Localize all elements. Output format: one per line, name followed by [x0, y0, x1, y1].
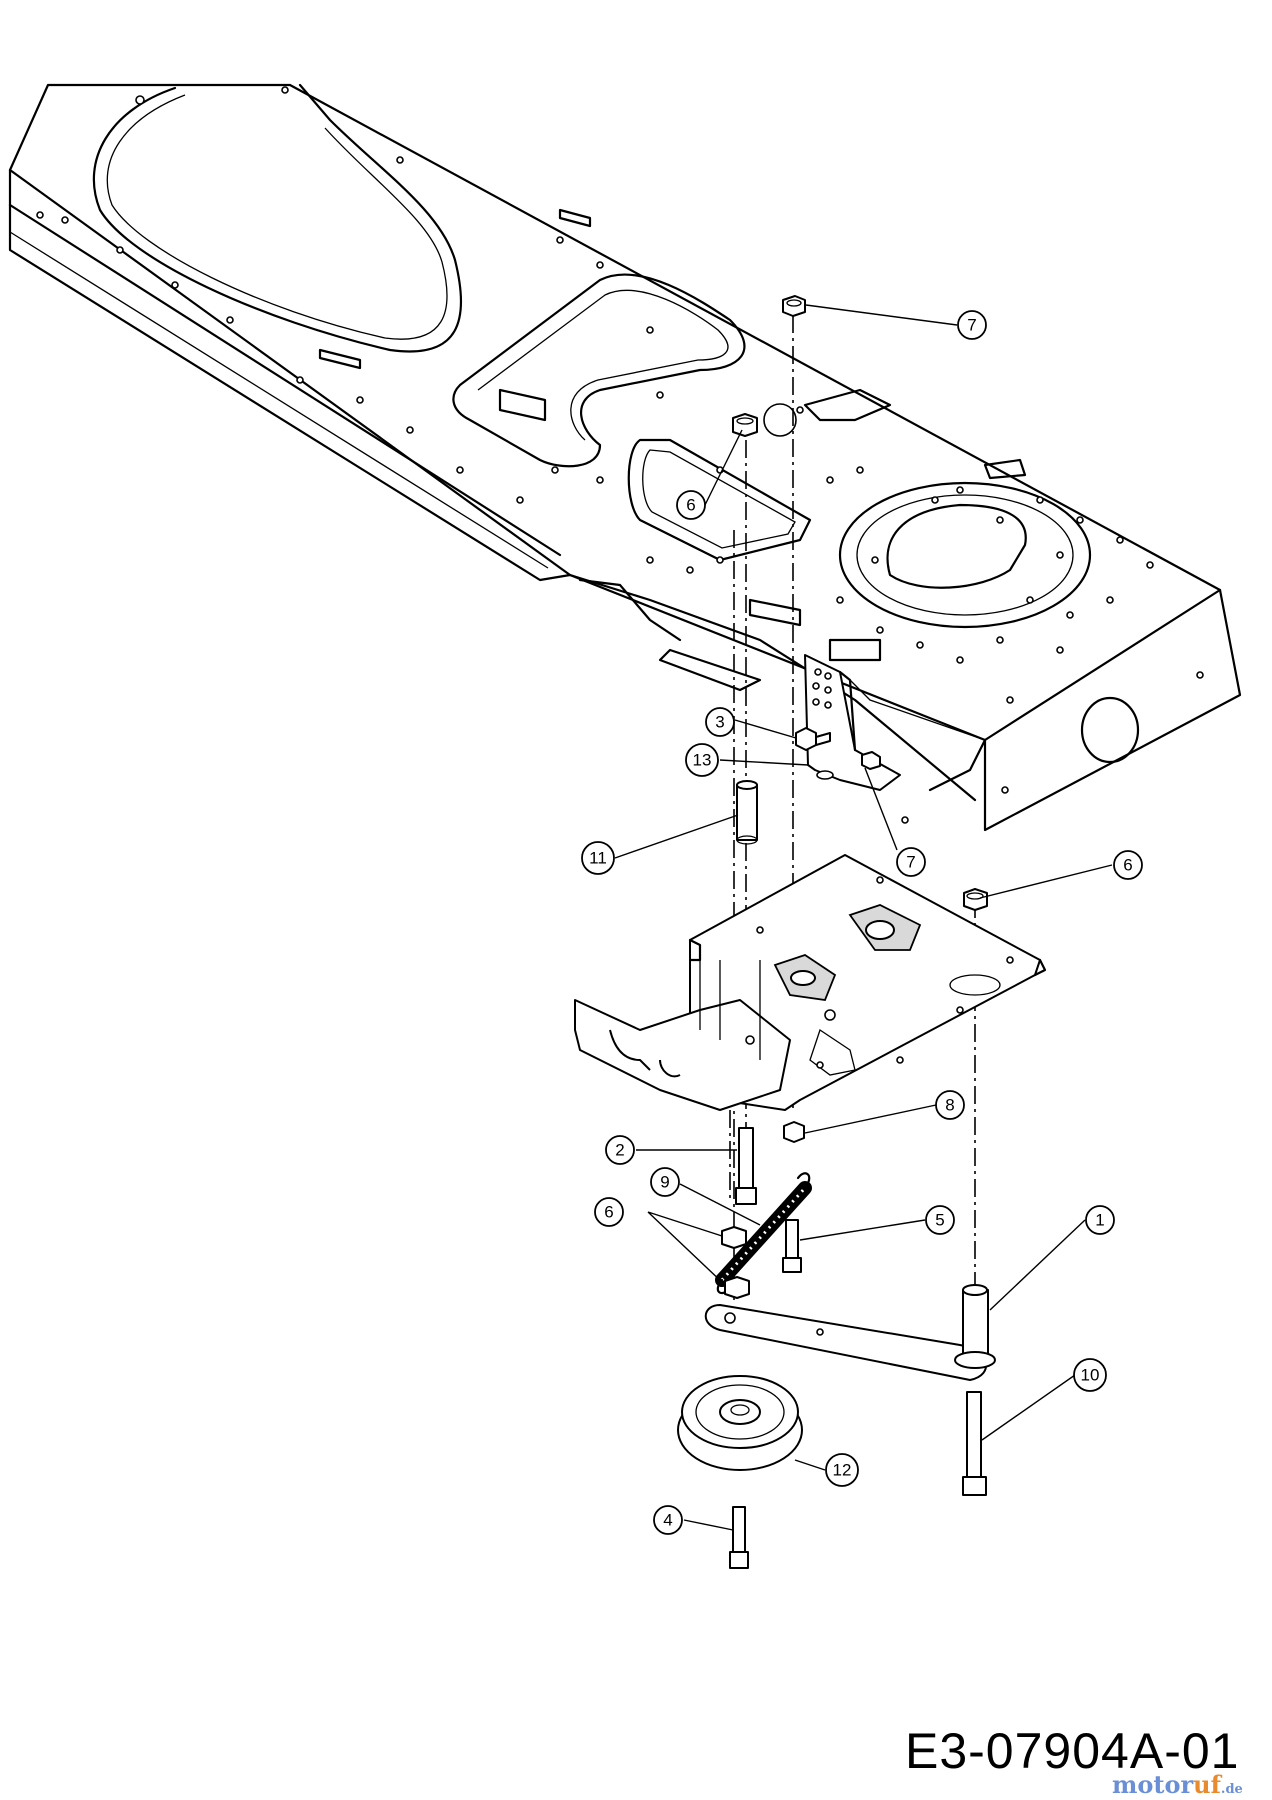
drawing-number: E3-07904A-01 [905, 1723, 1240, 1779]
flange-nut-part-7-lower [861, 751, 881, 770]
callout-1[interactable]: 1 [1085, 1205, 1115, 1235]
watermark-logo: motoruf.de [1112, 1770, 1243, 1799]
callout-label: 4 [663, 1511, 672, 1530]
callout-12[interactable]: 12 [825, 1453, 859, 1487]
callout-label: 6 [604, 1203, 613, 1222]
shoulder-bolt-part-10 [962, 1391, 987, 1496]
callout-label: 9 [660, 1173, 669, 1192]
callout-label: 12 [833, 1461, 852, 1480]
callout-label: 8 [945, 1096, 954, 1115]
shoulder-bolt-part-5 [782, 1219, 802, 1273]
callout-label: 3 [715, 713, 724, 732]
callout-13[interactable]: 13 [685, 743, 719, 777]
leader-lines [614, 304, 1113, 1531]
callout-6-upper[interactable]: 6 [676, 490, 706, 520]
flange-nuts-part-6-lower [721, 1226, 750, 1299]
watermark-part2: uf [1193, 1770, 1221, 1799]
callout-label: 7 [906, 853, 915, 872]
callout-8[interactable]: 8 [935, 1090, 965, 1120]
callout-label: 13 [693, 751, 712, 770]
idler-arm [704, 1304, 987, 1381]
callout-label: 1 [1095, 1211, 1104, 1230]
callout-label: 10 [1081, 1366, 1100, 1385]
callout-4[interactable]: 4 [653, 1505, 683, 1535]
mounting-plate [574, 854, 1047, 1111]
callout-7-top[interactable]: 7 [957, 310, 987, 340]
assembly-axis-lines [729, 315, 976, 1330]
callout-2[interactable]: 2 [605, 1135, 635, 1165]
callout-label: 6 [1123, 856, 1132, 875]
watermark-suffix: .de [1220, 1782, 1243, 1797]
callout-7-lower[interactable]: 7 [896, 847, 926, 877]
callout-3[interactable]: 3 [705, 707, 735, 737]
chassis-frame [8, 83, 1242, 832]
bracket-part-13 [804, 654, 901, 791]
bolt-part-4 [729, 1506, 749, 1569]
watermark-part1: motor [1112, 1770, 1194, 1799]
callout-11[interactable]: 11 [581, 841, 615, 875]
flange-nut-part-6-right [963, 888, 988, 911]
flange-nut-part-7-top [782, 295, 806, 317]
callout-label: 6 [686, 496, 695, 515]
callout-5[interactable]: 5 [925, 1205, 955, 1235]
callout-label: 7 [967, 316, 976, 335]
callout-label: 2 [615, 1141, 624, 1160]
pivot-tube-part-1 [954, 1284, 996, 1369]
idler-pulley-part-12 [677, 1375, 803, 1471]
bolt-part-2 [735, 1127, 757, 1205]
callout-9[interactable]: 9 [650, 1167, 680, 1197]
callout-label: 5 [935, 1211, 944, 1230]
spacer-tube-part-11 [736, 780, 758, 845]
nut-part-8 [783, 1121, 805, 1143]
flange-nut-part-6-upper [732, 413, 758, 437]
callout-10[interactable]: 10 [1073, 1358, 1107, 1392]
callout-6-lower[interactable]: 6 [594, 1197, 624, 1227]
bolt-part-3 [795, 727, 831, 751]
callout-6-right[interactable]: 6 [1113, 850, 1143, 880]
callout-label: 11 [589, 849, 607, 868]
